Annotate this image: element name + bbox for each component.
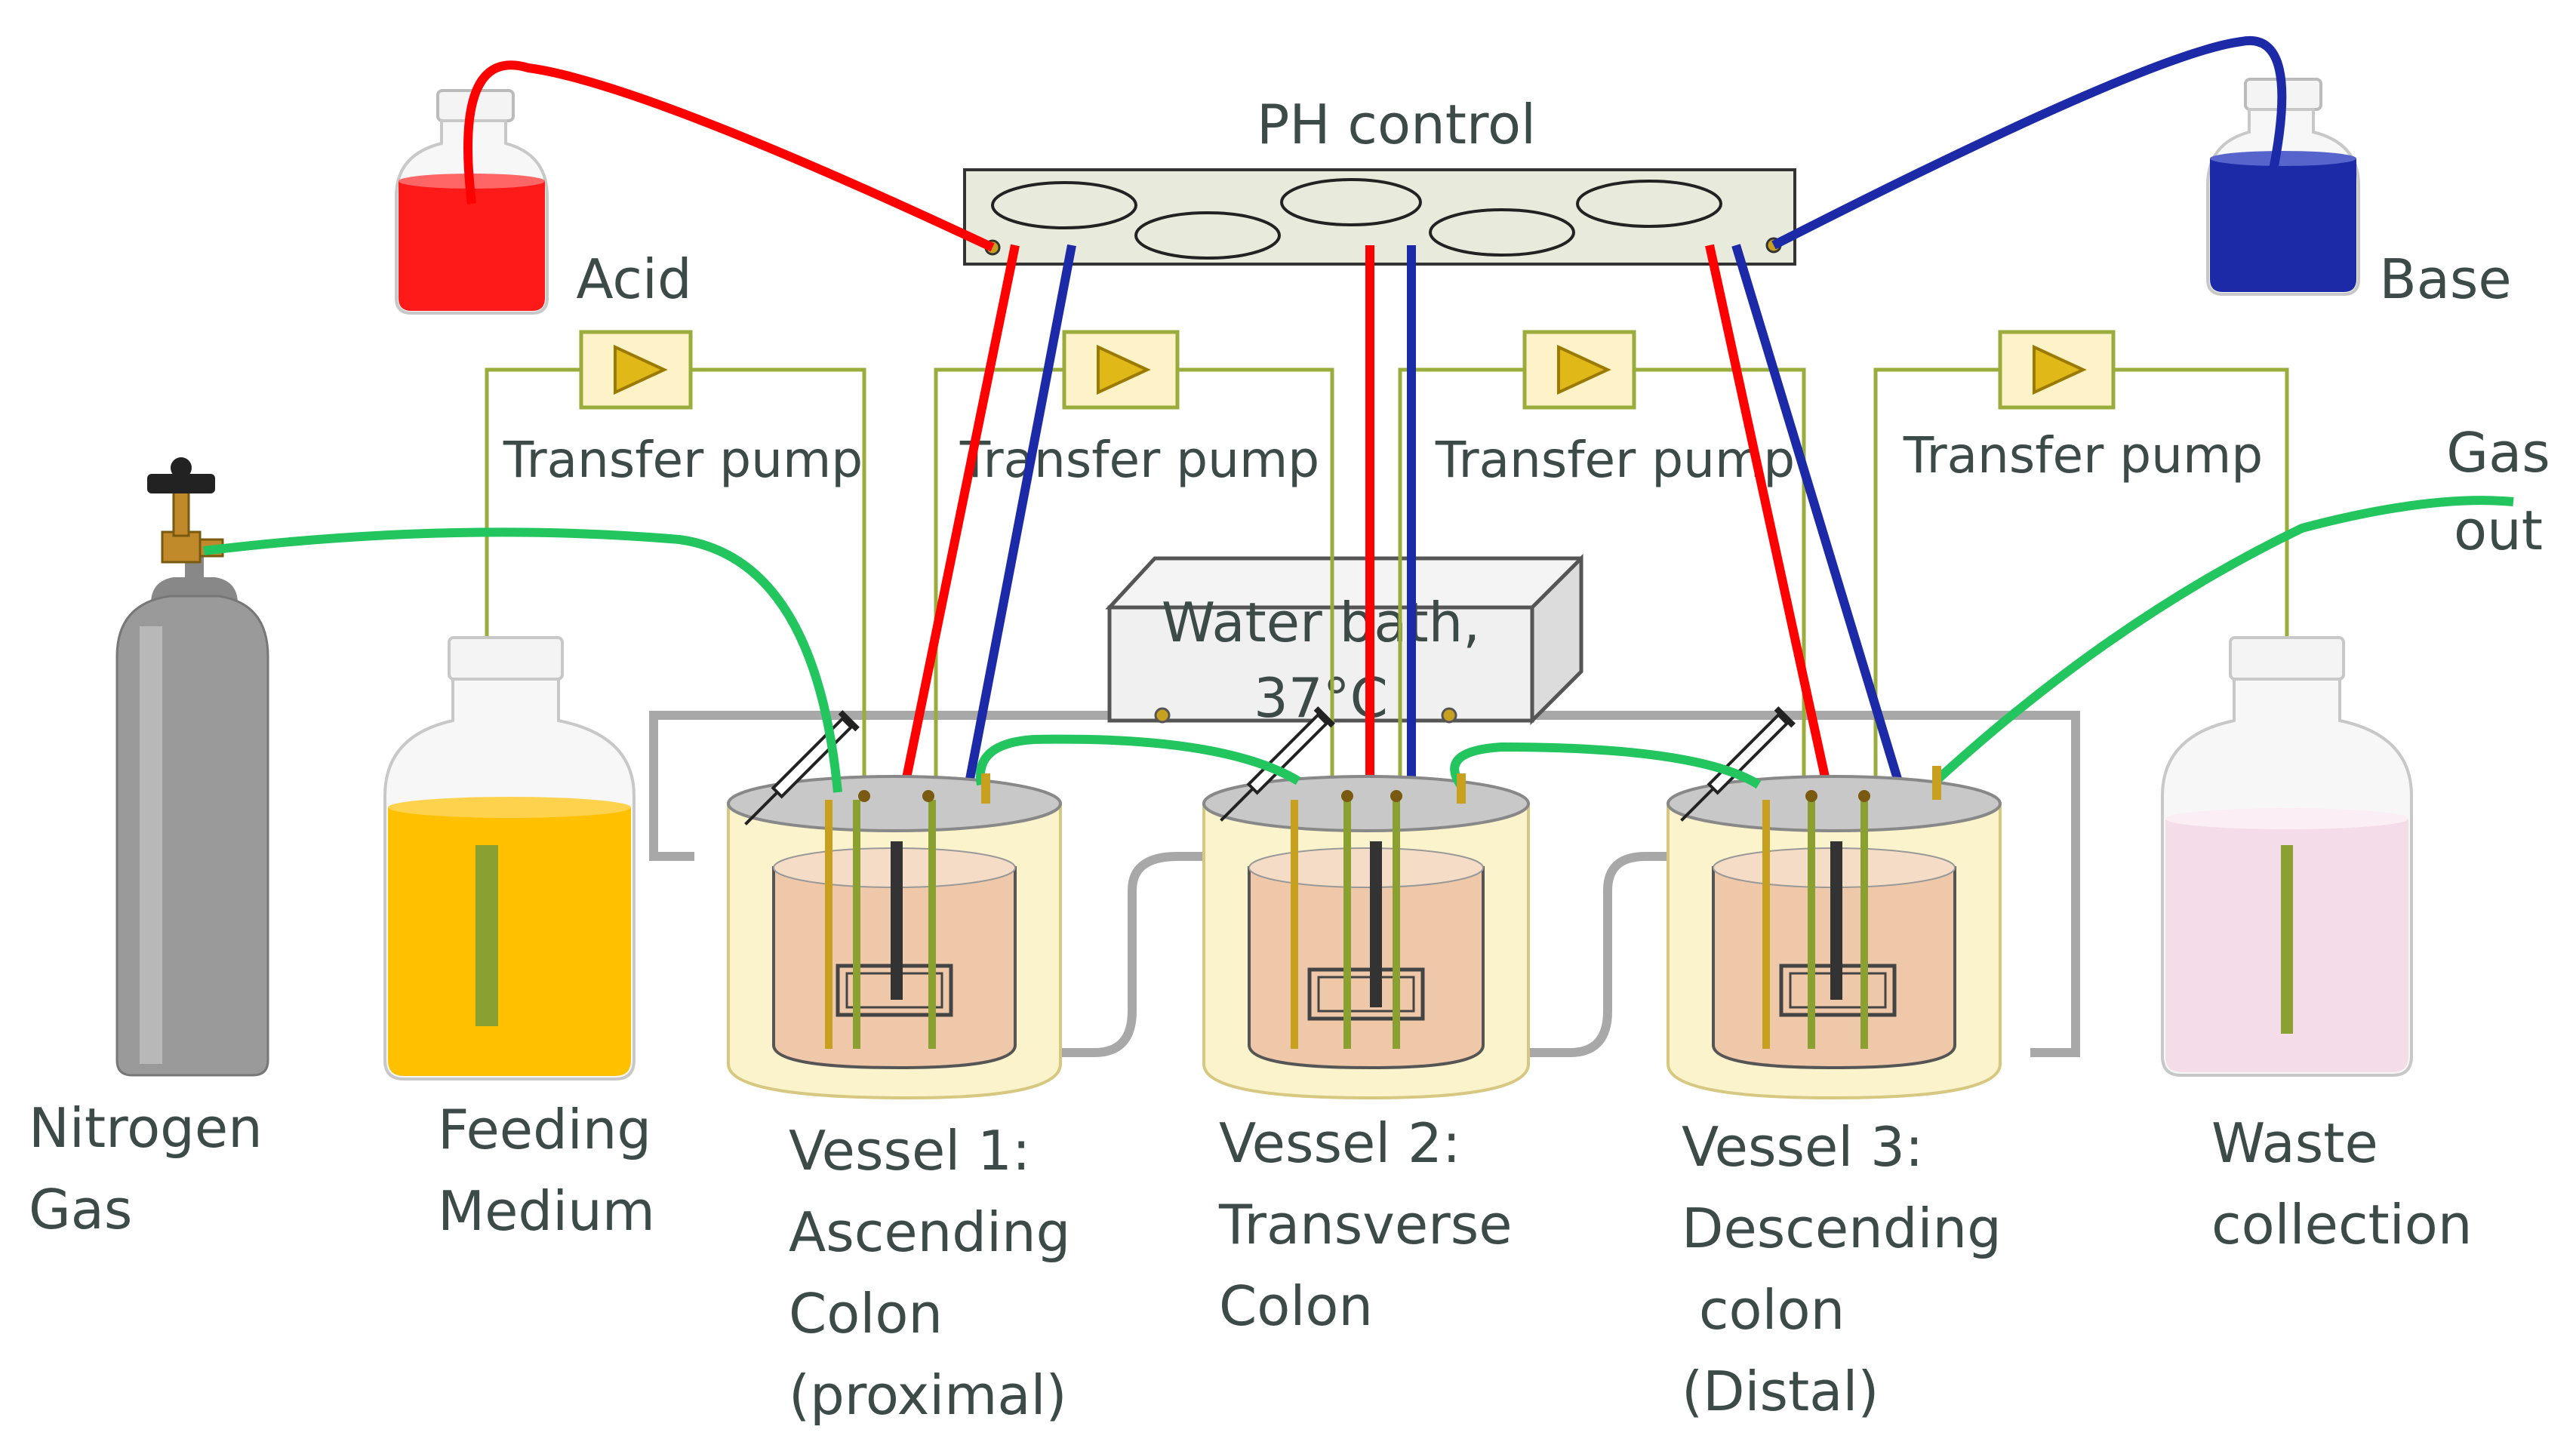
nitrogen-cylinder	[115, 457, 269, 1077]
base-bottle: Base	[2206, 78, 2512, 311]
transfer-pump-2-label: Transfer pump	[959, 431, 1319, 489]
feeding-label-line2: Medium	[438, 1179, 655, 1243]
base-tubes	[958, 35, 2287, 820]
transfer-pump-3-label: Transfer pump	[1435, 431, 1795, 489]
water-bath-label-line1: Water bath,	[1162, 591, 1480, 654]
transfer-pump-2: Transfer pump	[959, 330, 1319, 489]
gas-tubes	[203, 496, 2514, 793]
vessel-1-label-line4: (proximal)	[789, 1363, 1067, 1427]
feeding-label-line1: Feeding	[438, 1098, 651, 1161]
base-label: Base	[2379, 247, 2511, 311]
transfer-pump-1: Transfer pump	[503, 330, 863, 489]
transfer-pump-1-label: Transfer pump	[503, 431, 863, 489]
gas-out-label-line2: out	[2454, 499, 2543, 562]
ph-control-title: PH control	[1257, 93, 1536, 156]
acid-bottle: Acid	[395, 89, 692, 315]
nitrogen-label-line2: Gas	[29, 1178, 132, 1241]
vessel-3-label-line2: Descending	[1682, 1197, 2002, 1260]
vessel-2-label-line3: Colon	[1219, 1274, 1373, 1338]
vessel-1-label-line3: Colon	[789, 1282, 943, 1345]
water-bath: Water bath, 37°C	[1105, 553, 1583, 730]
nitrogen-label-line1: Nitrogen	[29, 1096, 263, 1160]
vessel-3-label-line3: colon	[1682, 1278, 1845, 1342]
transfer-pump-4-label: Transfer pump	[1903, 426, 2263, 484]
vessel-2-label-line2: Transverse	[1218, 1193, 1513, 1256]
ph-control-unit: PH control	[963, 93, 1796, 266]
vessel-2	[1202, 706, 1530, 1100]
vessel-3-label-line1: Vessel 3:	[1682, 1115, 1923, 1179]
waste-label-line1: Waste	[2211, 1111, 2378, 1175]
feeding-bottle	[383, 636, 636, 1081]
vessel-1-label-line2: Ascending	[789, 1200, 1070, 1264]
vessel-3-label-line4: (Distal)	[1682, 1360, 1879, 1423]
vessel-2-label-line1: Vessel 2:	[1219, 1111, 1460, 1175]
acid-label: Acid	[576, 247, 691, 311]
waste-label-line2: collection	[2211, 1193, 2472, 1256]
acid-tubes	[463, 60, 1839, 820]
vessel-3	[1667, 706, 2002, 1100]
gas-out-label-line1: Gas	[2446, 421, 2550, 484]
waste-bottle	[2161, 636, 2413, 1077]
transfer-pump-3: Transfer pump	[1435, 330, 1795, 489]
transfer-pump-4: Transfer pump	[1903, 330, 2263, 484]
vessel-1-label-line1: Vessel 1:	[789, 1119, 1030, 1182]
bath-frame	[649, 711, 2080, 1057]
vessel-1	[727, 710, 1062, 1100]
